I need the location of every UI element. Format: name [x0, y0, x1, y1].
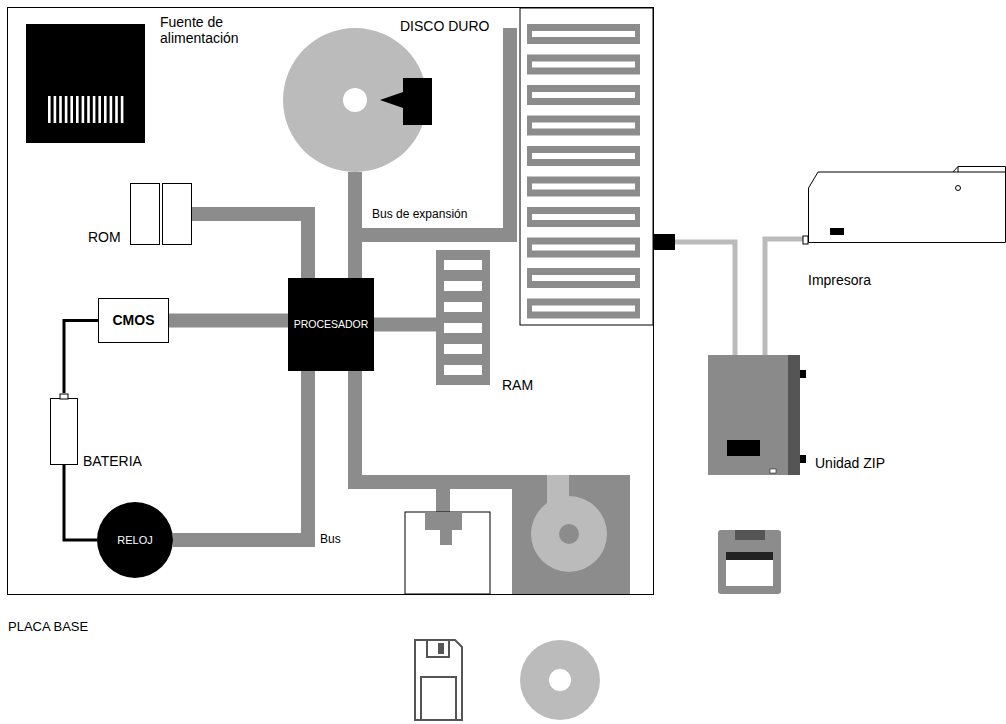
slot — [527, 85, 640, 105]
hard-disk: DISCO DURO — [283, 28, 427, 172]
motherboard: Fuente de alimentación DISCO DURO ROM CMOS P… — [8, 8, 653, 594]
drive-bus — [355, 371, 512, 512]
bus-line — [374, 318, 436, 332]
node-label: BATERIA — [83, 453, 142, 469]
cd-icon-hole — [549, 669, 571, 691]
slot-opening — [532, 153, 635, 159]
slot-opening — [532, 92, 635, 98]
slot-opening — [532, 123, 635, 129]
bus-line — [192, 214, 308, 278]
rom-chip-shape — [130, 183, 192, 245]
node-label: RAM — [502, 377, 533, 393]
zip-label — [726, 552, 773, 586]
ram-module: RAM — [436, 250, 490, 385]
bus-line — [173, 371, 308, 540]
bus-line — [169, 314, 288, 328]
cable — [675, 242, 735, 355]
slot-opening — [532, 184, 635, 190]
floppy-slot — [425, 512, 462, 545]
slot — [527, 116, 640, 136]
slot-opening — [532, 275, 635, 281]
ram-module-shape — [436, 250, 490, 385]
cd-icon — [520, 640, 600, 720]
floppy-window — [438, 643, 444, 654]
slot-opening — [532, 62, 635, 68]
zip-drive-shape — [708, 355, 800, 475]
slot — [527, 177, 640, 197]
bus-label: Bus — [318, 532, 343, 546]
node-label: Impresora — [808, 272, 871, 288]
floppy-label — [421, 677, 456, 720]
node-label: PLACA BASE — [8, 620, 88, 635]
rom-chip: ROM — [130, 183, 192, 245]
slot — [527, 55, 640, 75]
cd-drive — [512, 475, 630, 594]
expansion-slots — [520, 8, 653, 325]
zip-label-band — [726, 552, 773, 560]
zip-disk — [718, 530, 781, 594]
zip-drive: Unidad ZIP — [708, 355, 800, 475]
port-connector — [653, 234, 675, 250]
cable — [765, 239, 803, 355]
floppy-shutter — [427, 640, 449, 657]
slot — [527, 238, 640, 258]
node-label: Fuente de alimentación — [160, 14, 272, 46]
power-wire — [64, 465, 97, 540]
slot-opening — [532, 245, 635, 251]
clock-circle: RELOJ — [97, 502, 173, 578]
node-label: ROM — [88, 229, 121, 245]
processor-box: PROCESADOR — [288, 278, 374, 371]
slot — [527, 207, 640, 227]
floppy-disk — [415, 640, 462, 720]
cd-hole — [559, 524, 579, 544]
printer-shape — [808, 166, 1006, 243]
hard-disk-shape — [283, 28, 427, 172]
slot — [527, 299, 640, 319]
node-label: DISCO DURO — [400, 18, 489, 34]
node-label: RELOJ — [117, 534, 152, 547]
slot — [527, 146, 640, 166]
floppy-drive — [405, 512, 490, 594]
cd-disc — [531, 496, 607, 572]
zip-shutter — [735, 530, 765, 540]
bus-label: Bus de expansión — [370, 207, 469, 221]
power-supply-shape — [26, 24, 145, 143]
cmos-box: CMOS — [98, 298, 169, 343]
node-label: CMOS — [113, 312, 155, 328]
node-label: Unidad ZIP — [815, 455, 885, 471]
printer: Impresora — [808, 166, 1006, 243]
bus-line — [348, 172, 362, 278]
slot-opening — [532, 306, 635, 312]
node-label: PROCESADOR — [294, 318, 369, 330]
battery: BATERIA — [50, 398, 78, 465]
slot-group — [527, 24, 640, 319]
slot-opening — [532, 31, 635, 37]
battery-shape — [51, 399, 79, 466]
slot — [527, 24, 640, 44]
slot-opening — [532, 214, 635, 220]
slot — [527, 268, 640, 288]
power-wire — [64, 321, 98, 394]
power-supply: Fuente de alimentación — [26, 24, 145, 143]
